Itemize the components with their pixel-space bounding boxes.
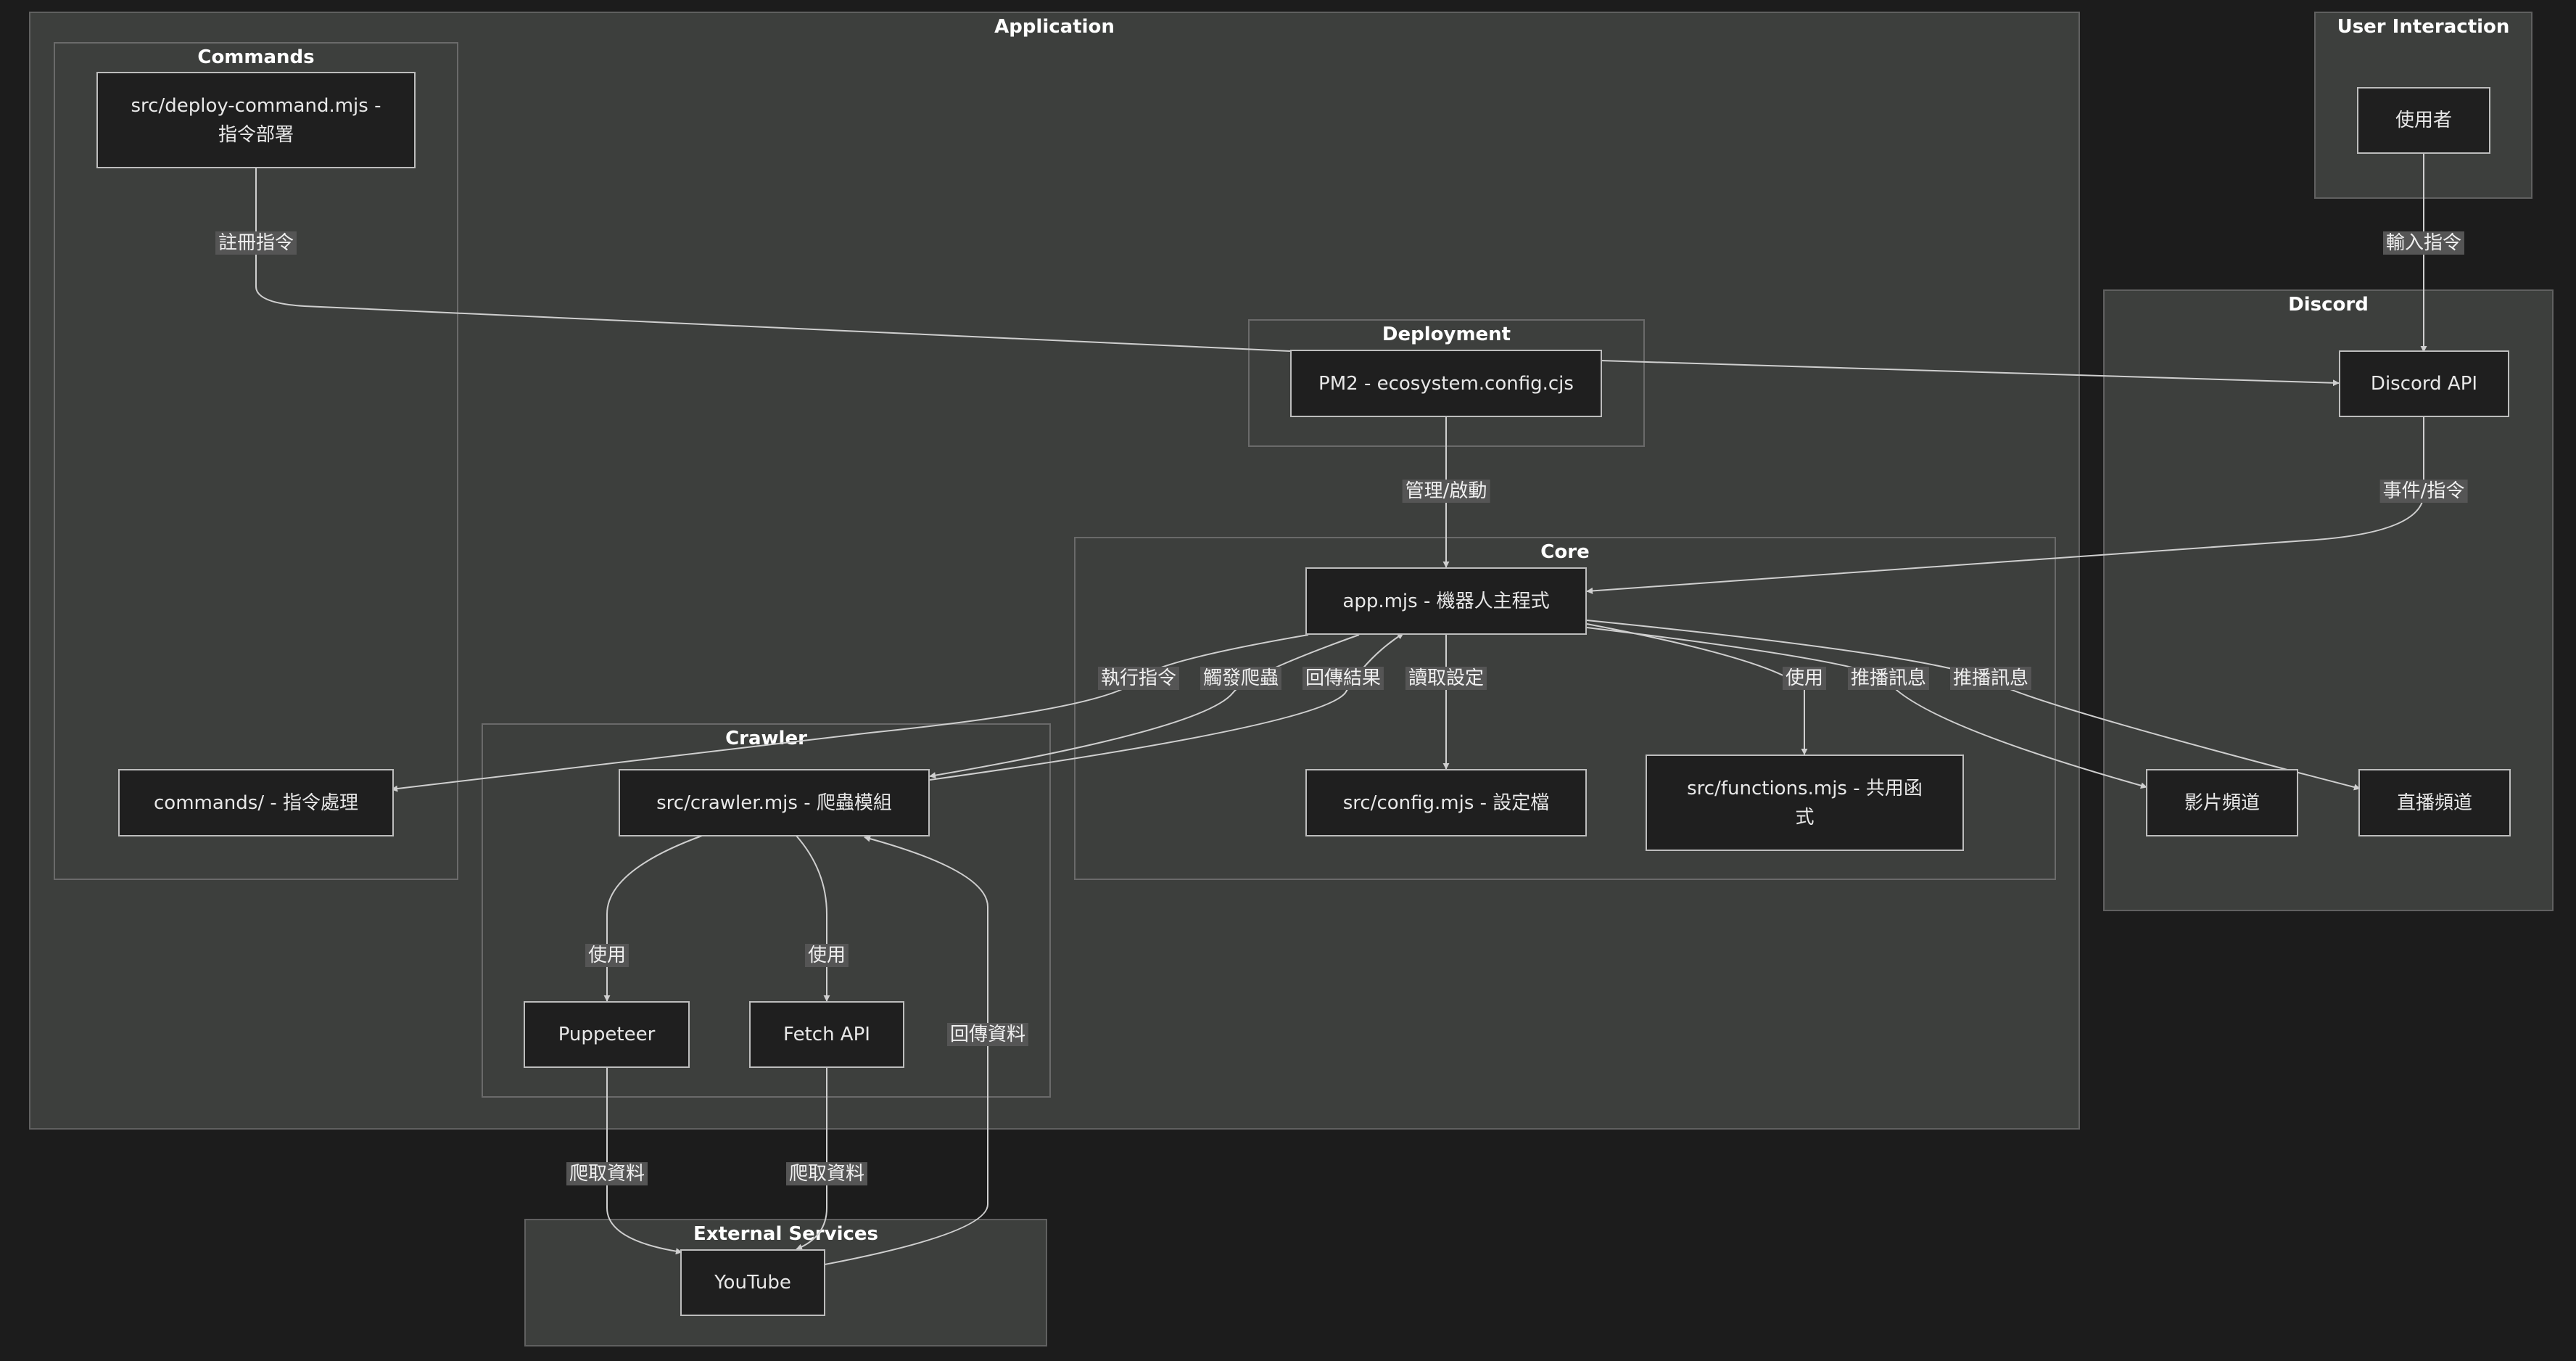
- edge-label-scrape-puppeteer: 爬取資料: [566, 1162, 648, 1185]
- edge-youtube-to-crawler: [824, 835, 988, 1265]
- cluster-crawler-title: Crawler: [725, 728, 807, 749]
- node-functions[interactable]: src/functions.mjs - 共用函 式: [1646, 754, 1964, 851]
- edge-label-execute: 執行指令: [1097, 667, 1180, 690]
- edge-puppeteer-to-youtube: [606, 1068, 682, 1255]
- node-pm2[interactable]: PM2 - ecosystem.config.cjs: [1290, 350, 1602, 417]
- edge-label-use-functions: 使用: [1782, 667, 1827, 690]
- node-fetch-api[interactable]: Fetch API: [749, 1001, 904, 1068]
- edge-label-return-data: 回傳資料: [946, 1023, 1029, 1046]
- cluster-deployment-title: Deployment: [1382, 324, 1511, 345]
- edge-label-push-live: 推播訊息: [1949, 667, 2032, 690]
- node-config[interactable]: src/config.mjs - 設定檔: [1305, 769, 1587, 836]
- edge-label-trigger: 觸發爬蟲: [1200, 667, 1282, 690]
- node-crawler[interactable]: src/crawler.mjs - 爬蟲模組: [619, 769, 930, 836]
- edge-label-manage: 管理/啟動: [1402, 480, 1490, 503]
- cluster-discord-title: Discord: [2288, 294, 2369, 316]
- node-app[interactable]: app.mjs - 機器人主程式: [1305, 567, 1587, 635]
- edge-label-use-puppeteer: 使用: [585, 944, 629, 967]
- cluster-core-title: Core: [1540, 541, 1590, 563]
- edge-crawler-to-puppeteer: [603, 835, 703, 1002]
- cluster-commands-title: Commands: [197, 46, 315, 68]
- edge-label-event: 事件/指令: [2379, 480, 2468, 503]
- edge-app-to-crawler: [929, 634, 1360, 779]
- node-video-channel[interactable]: 影片頻道: [2146, 769, 2298, 836]
- edge-app-to-commands: [391, 634, 1309, 792]
- edge-label-read-config: 讀取設定: [1405, 667, 1487, 690]
- node-discord-api[interactable]: Discord API: [2339, 350, 2509, 417]
- edge-label-use-fetch: 使用: [804, 944, 849, 967]
- node-deploy-command[interactable]: src/deploy-command.mjs - 指令部署: [96, 72, 416, 168]
- edge-deploy-to-discord: [255, 168, 2340, 387]
- node-youtube[interactable]: YouTube: [680, 1249, 825, 1316]
- edge-label-scrape-fetch: 爬取資料: [785, 1162, 868, 1185]
- edge-label-push-video: 推播訊息: [1847, 667, 1930, 690]
- node-live-channel[interactable]: 直播頻道: [2358, 769, 2511, 836]
- edge-label-return-result: 回傳結果: [1302, 667, 1384, 690]
- node-puppeteer[interactable]: Puppeteer: [524, 1001, 690, 1068]
- edge-crawler-to-app: [929, 633, 1404, 781]
- edge-discord-to-app: [1586, 417, 2424, 594]
- node-user[interactable]: 使用者: [2357, 87, 2490, 154]
- edge-label-input: 輸入指令: [2382, 231, 2465, 255]
- node-commands-dir[interactable]: commands/ - 指令處理: [118, 769, 394, 836]
- edge-fetch-to-youtube: [796, 1068, 827, 1251]
- cluster-user-interaction-title: User Interaction: [2337, 16, 2510, 38]
- edge-label-register: 註冊指令: [215, 231, 297, 255]
- cluster-external-services-title: External Services: [693, 1223, 878, 1245]
- cluster-application-title: Application: [994, 16, 1115, 38]
- edge-crawler-to-fetch: [796, 835, 830, 1002]
- edge-app-to-functions: [1586, 623, 1808, 755]
